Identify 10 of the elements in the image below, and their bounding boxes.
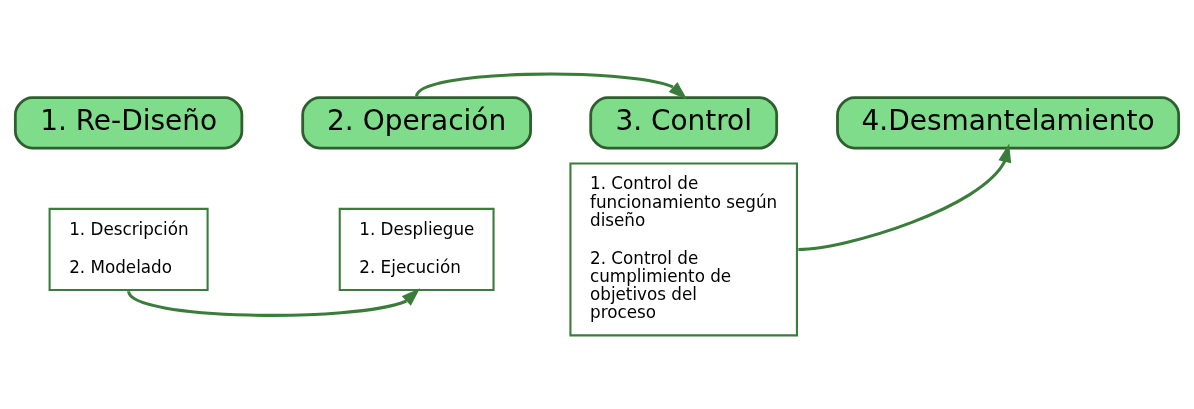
arrow	[415, 72, 688, 100]
arrow	[127, 288, 421, 317]
node-box: 2. Operación	[301, 96, 532, 150]
node-box: 1. Re-Diseño	[13, 96, 244, 150]
node-box: 3. Control	[589, 96, 779, 150]
node-box: 1. Despliegue 2. Ejecución	[338, 207, 495, 292]
node-box: 4.Desmantelamiento	[836, 96, 1181, 150]
node-box: 1. Descripción 2. Modelado	[48, 207, 209, 292]
arrow	[798, 143, 1012, 251]
node-box: 1. Control de funcionamiento según diseño 2. Control de cumplimiento de objetivos del proceso	[569, 162, 798, 337]
